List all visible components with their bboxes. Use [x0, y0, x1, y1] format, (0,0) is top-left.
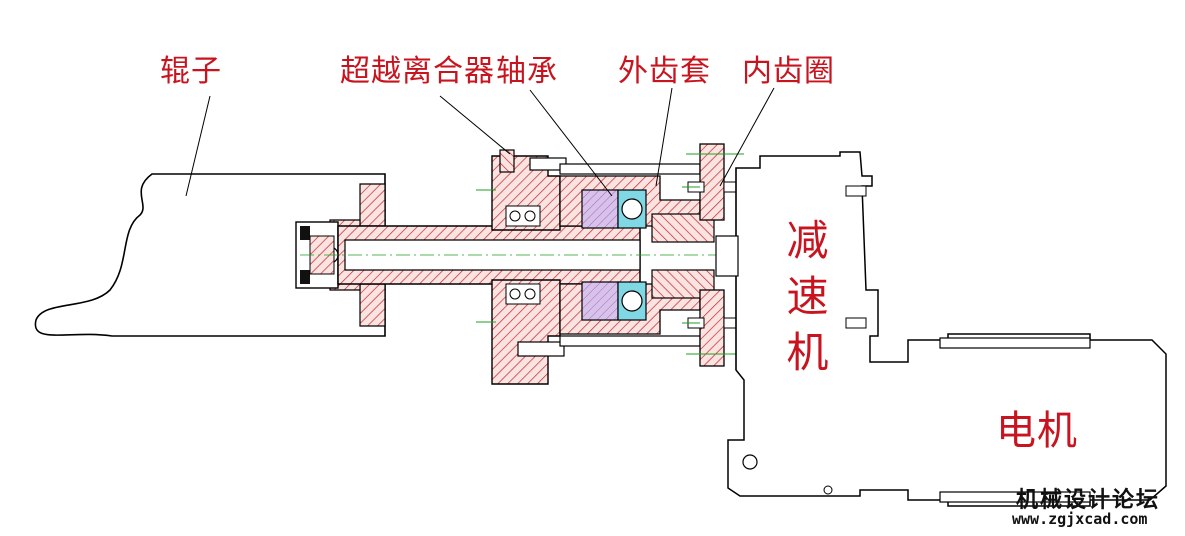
label-outer-gear-sleeve: 外齿套	[618, 54, 711, 89]
label-bearing: 轴承	[496, 54, 558, 89]
inner-gear-ring	[682, 143, 744, 367]
label-reducer: 减速机	[780, 218, 829, 386]
label-roller: 辊子	[160, 54, 222, 89]
reducer-motor-outline	[715, 151, 1167, 507]
leader-lines	[185, 87, 775, 197]
label-overrunning-clutch: 超越离合器	[340, 54, 495, 89]
overrunning-clutch	[476, 149, 567, 385]
watermark-site-name: 机械设计论坛	[1016, 488, 1161, 513]
label-inner-gear-ring: 内齿圈	[742, 54, 835, 89]
bearing-housing	[559, 163, 715, 347]
watermark-url: www.zgjxcad.com	[1012, 510, 1148, 528]
label-motor: 电机	[996, 408, 1078, 454]
main-shaft	[300, 225, 740, 285]
